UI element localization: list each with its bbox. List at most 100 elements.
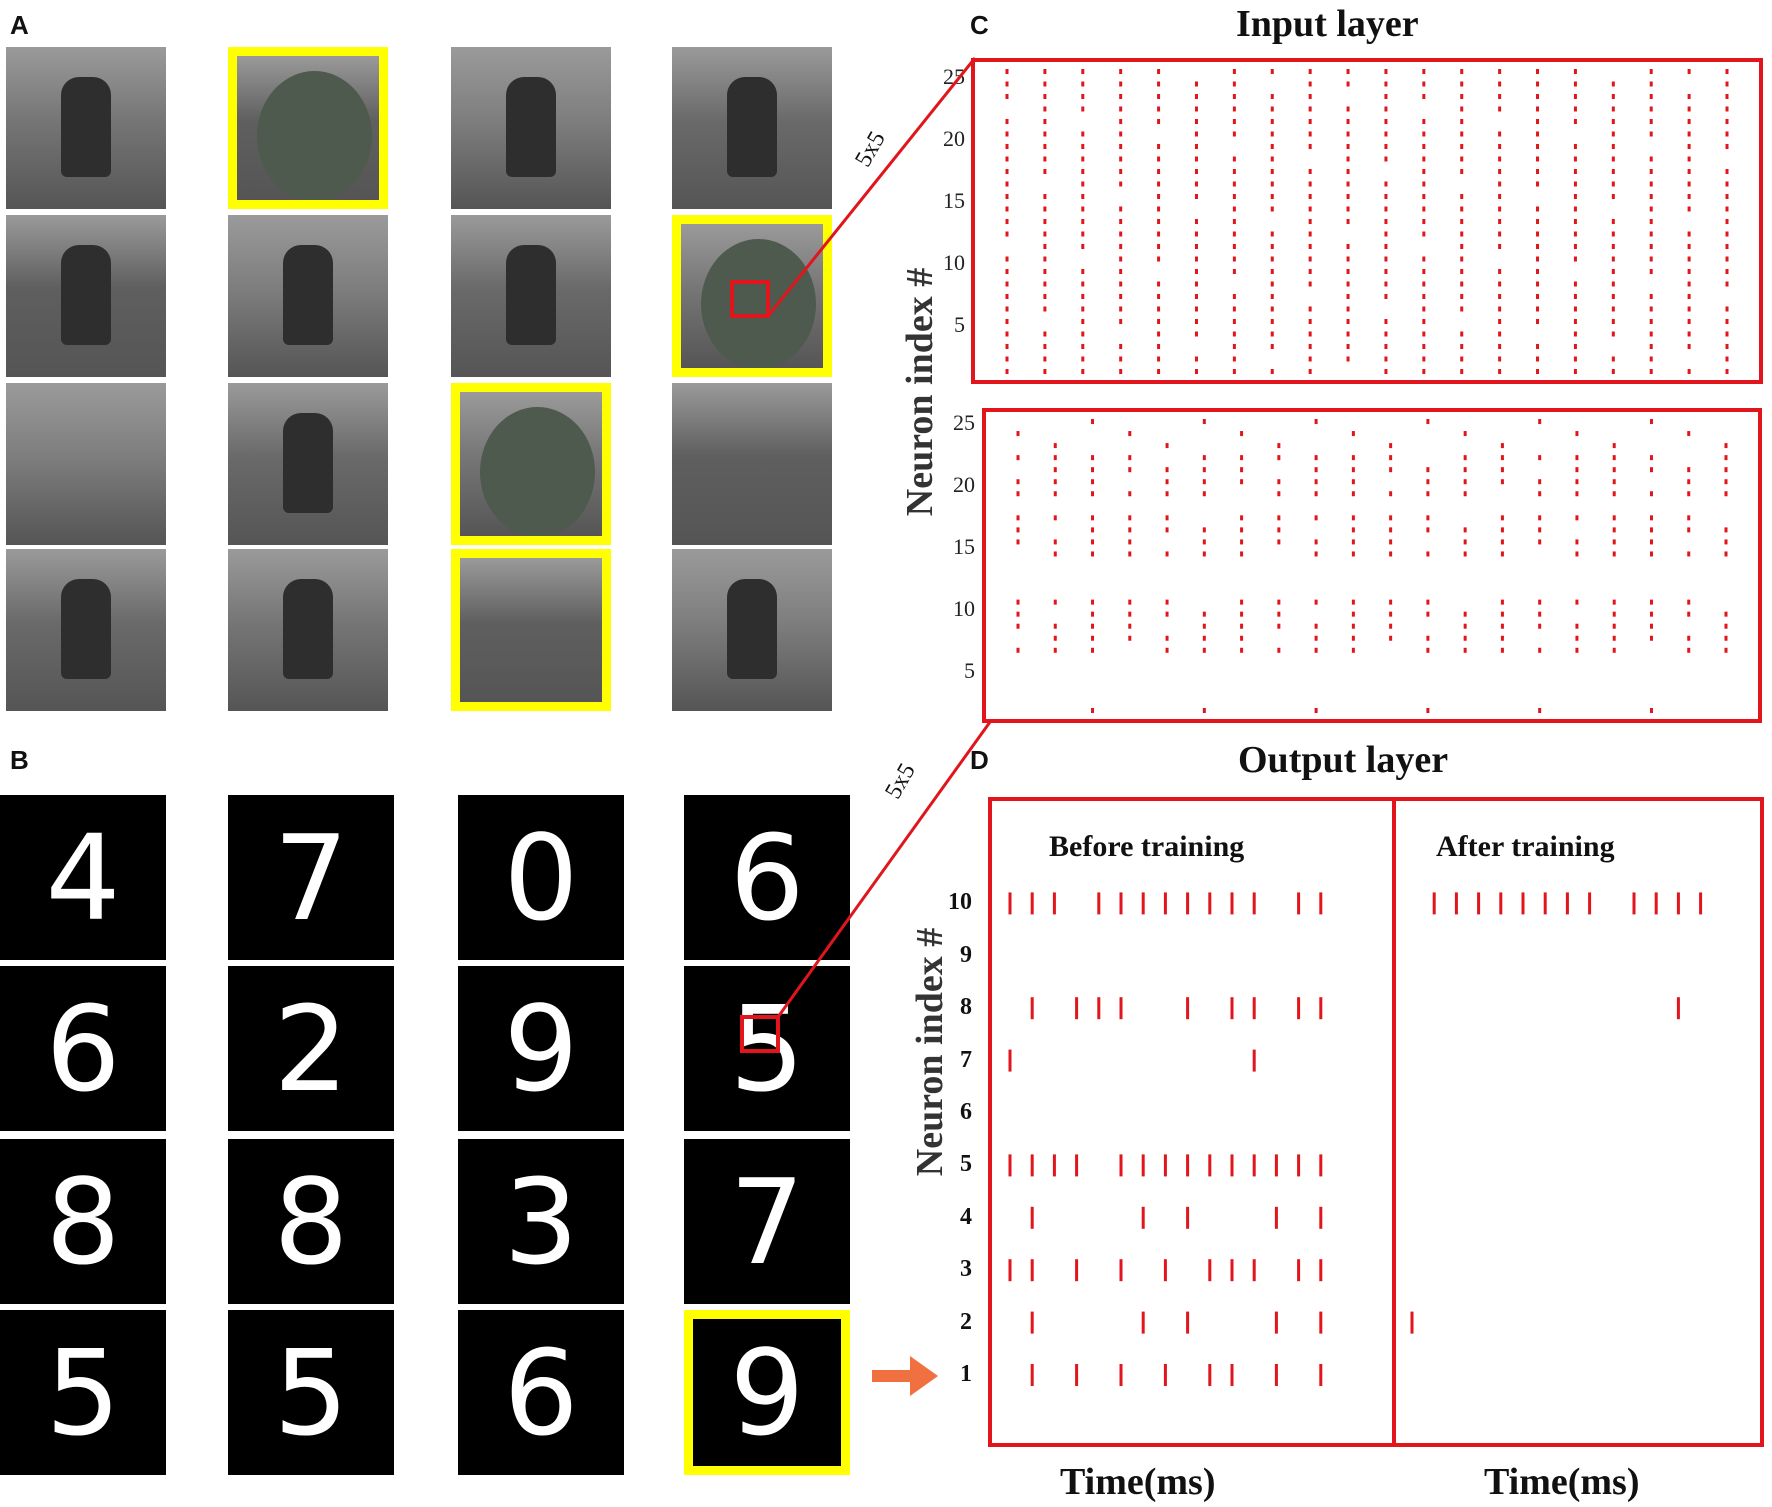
spike-mark [1277,479,1281,485]
spike-mark [1091,611,1095,617]
spike-mark [1232,344,1236,349]
spike-mark [1081,194,1085,199]
spike-mark [1016,623,1020,629]
spike-mark [1536,294,1540,299]
spike-mark [1460,194,1464,199]
spike-mark [1725,169,1729,174]
spike-mark [1081,344,1085,349]
spike-mark [1053,647,1057,653]
output-spike [1119,1259,1123,1282]
spike-mark [1165,515,1169,521]
spike-mark [1463,455,1467,461]
spike-mark [1687,144,1691,149]
spike-mark [1725,344,1729,349]
spike-mark [1649,219,1653,224]
output-spike [1141,1206,1145,1229]
scene-subject [61,245,111,345]
output-spike [1030,1259,1034,1282]
spike-mark [1422,144,1426,149]
output-spike [1274,1154,1278,1177]
c-ytick-15: 15 [943,188,965,213]
spike-mark [1536,306,1540,312]
output-spike [1030,1364,1034,1386]
spike-mark [1389,551,1393,557]
spike-mark [1314,479,1318,485]
output-spike [1252,1049,1256,1072]
spike-mark [1463,467,1467,473]
input-raster-top-plot [1005,69,1729,374]
spike-mark [1270,106,1274,112]
scene-thumbnail-person-closeup [6,215,166,377]
spike-mark [1725,206,1729,212]
spike-mark [1308,281,1312,287]
d-ytick: 2 [960,1308,972,1335]
spike-mark [1687,635,1691,641]
spike-mark [1277,611,1281,617]
spike-mark [1194,319,1198,324]
spike-mark [1043,256,1047,262]
scene-thumbnail-runner-back [228,383,388,545]
spike-mark [1346,344,1350,349]
spike-mark [1194,269,1198,274]
output-spike [1186,1206,1190,1229]
spike-mark [1194,119,1198,124]
spike-mark [1538,479,1542,485]
spike-mark [1016,455,1020,461]
spike-mark [1119,181,1123,187]
spike-mark [1119,69,1123,74]
output-spike [1676,997,1680,1020]
c-ytick-20: 20 [943,126,965,151]
spike-mark [1091,599,1095,605]
spike-mark [1091,539,1095,545]
spike-mark [1687,479,1691,485]
spike-mark [1384,131,1388,137]
spike-mark [1573,69,1577,74]
spike-mark [1081,81,1085,87]
spike-mark [1091,455,1095,461]
spike-mark [1687,231,1691,237]
scene-thumbnail-runner-back [6,47,166,209]
spike-mark [1384,181,1388,187]
spike-mark [1270,231,1274,237]
spike-mark [1687,527,1691,533]
spike-mark [1687,94,1691,99]
digit-thumbnail: 8 [0,1139,166,1304]
spike-mark [1270,256,1274,262]
spike-mark [1384,281,1388,287]
spike-mark [1687,319,1691,324]
spike-mark [1277,443,1281,449]
spike-mark [1240,647,1244,653]
spike-mark [1422,356,1426,362]
spike-mark [1611,281,1615,287]
spike-mark [1649,527,1653,533]
scene-thumbnail-person-closeup-dark [228,215,388,377]
output-raster: Before training After training [988,797,1764,1447]
spike-mark [1498,94,1502,99]
spike-mark [1536,244,1540,249]
spike-mark [1240,551,1244,557]
output-spike [1252,892,1256,915]
output-spike [1163,1364,1167,1386]
spike-mark [1538,647,1542,653]
spike-mark [1081,206,1085,212]
spike-mark [1422,131,1426,137]
scene-subject [506,245,556,345]
spike-mark [1611,231,1615,237]
spike-mark [1500,443,1504,449]
spike-mark [1194,219,1198,224]
spike-mark [1573,331,1577,337]
input-ylabel: Neuron index # [899,267,941,517]
spike-mark [1649,515,1653,521]
spike-mark [1649,491,1653,497]
spike-mark [1422,94,1426,99]
spike-mark [1081,306,1085,312]
spike-mark [1612,515,1616,521]
output-spike [1543,892,1547,915]
spike-mark [1240,635,1244,641]
spike-mark [1573,281,1577,287]
spike-mark [1043,69,1047,74]
spike-mark [1043,244,1047,249]
spike-mark [1270,294,1274,299]
spike-mark [1724,551,1728,557]
spike-mark [1498,244,1502,249]
